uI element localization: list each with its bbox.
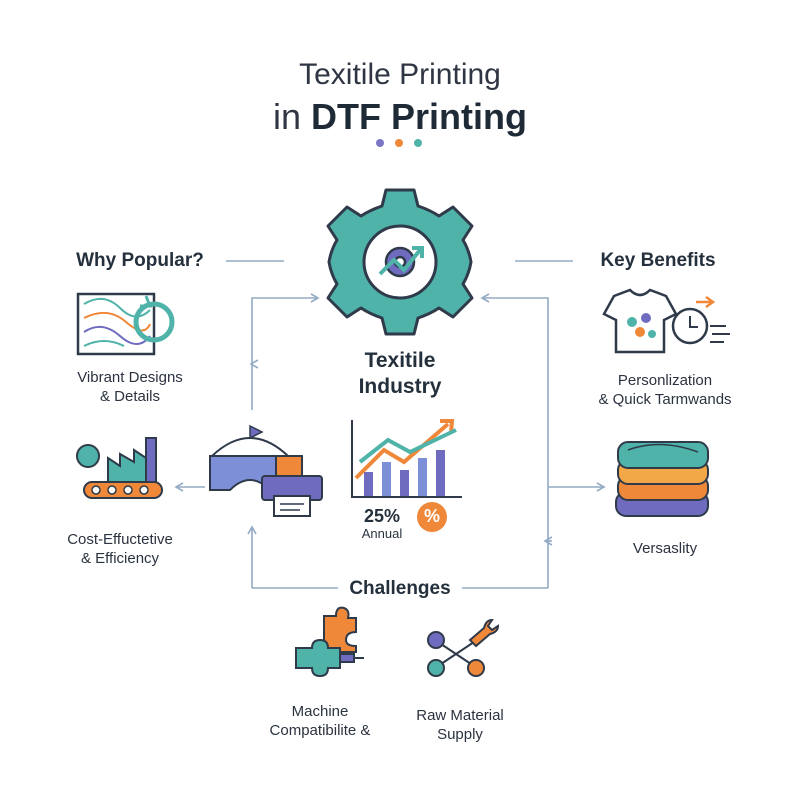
label-machine-line1: Machine: [291, 703, 349, 720]
growth-chart-icon: [351, 419, 462, 498]
center-title-line2: Industry: [358, 375, 442, 398]
label-vibrant-line2: & Details: [99, 388, 161, 405]
label-machine-line2: Compatibilite &: [269, 722, 371, 739]
label-personalization-line1: Personlization: [617, 372, 713, 389]
stat-label: Annual: [361, 526, 403, 541]
factory-conveyor-icon: [76, 437, 163, 499]
label-cost-line2: & Efficiency: [80, 550, 160, 567]
wrench-nodes-icon: [427, 618, 500, 677]
label-vibrant-line1: Vibrant Designs: [77, 369, 183, 386]
stat-symbol: %: [423, 506, 440, 526]
fabric-swirl-icon: [76, 292, 175, 356]
clock-icon: [671, 295, 730, 345]
gear-icon: [326, 188, 474, 336]
heading-why-popular: Why Popular?: [76, 250, 204, 271]
stat-value: 25%: [363, 506, 401, 526]
subtitle-bold: DTF Printing: [311, 96, 527, 137]
label-personalization-line2: & Quick Tarmwands: [598, 391, 732, 408]
page-title: Texitile Printing: [299, 58, 501, 91]
label-raw-material: Raw Material Supply: [390, 706, 530, 744]
heading-challenges: Challenges: [349, 578, 451, 599]
fabric-stack-icon: [615, 441, 709, 517]
label-cost: Cost-Effuctetive & Efficiency: [30, 530, 210, 568]
title-dots: [376, 139, 422, 147]
heading-key-benefits: Key Benefits: [600, 250, 716, 271]
subtitle-prefix: in: [273, 96, 312, 137]
puzzle-icon: [295, 606, 364, 678]
connectors: [174, 260, 606, 589]
center-title-line1: Texitile: [364, 349, 436, 372]
percent-icon: [417, 502, 447, 532]
page-subtitle: in DTF Printing: [0, 96, 800, 138]
printer-bridge-icon: [209, 424, 323, 517]
label-vibrant: Vibrant Designs & Details: [40, 368, 220, 406]
label-machine: Machine Compatibilite &: [250, 702, 390, 740]
label-personalization: Personlization & Quick Tarmwands: [570, 371, 760, 409]
center-title: Texitile Industry: [330, 348, 470, 400]
label-versatility: Versaslity: [632, 540, 698, 557]
label-raw-line2: Supply: [437, 726, 483, 743]
label-raw-line1: Raw Material: [416, 707, 504, 724]
tshirt-icon: [602, 288, 678, 354]
label-cost-line1: Cost-Effuctetive: [67, 531, 173, 548]
